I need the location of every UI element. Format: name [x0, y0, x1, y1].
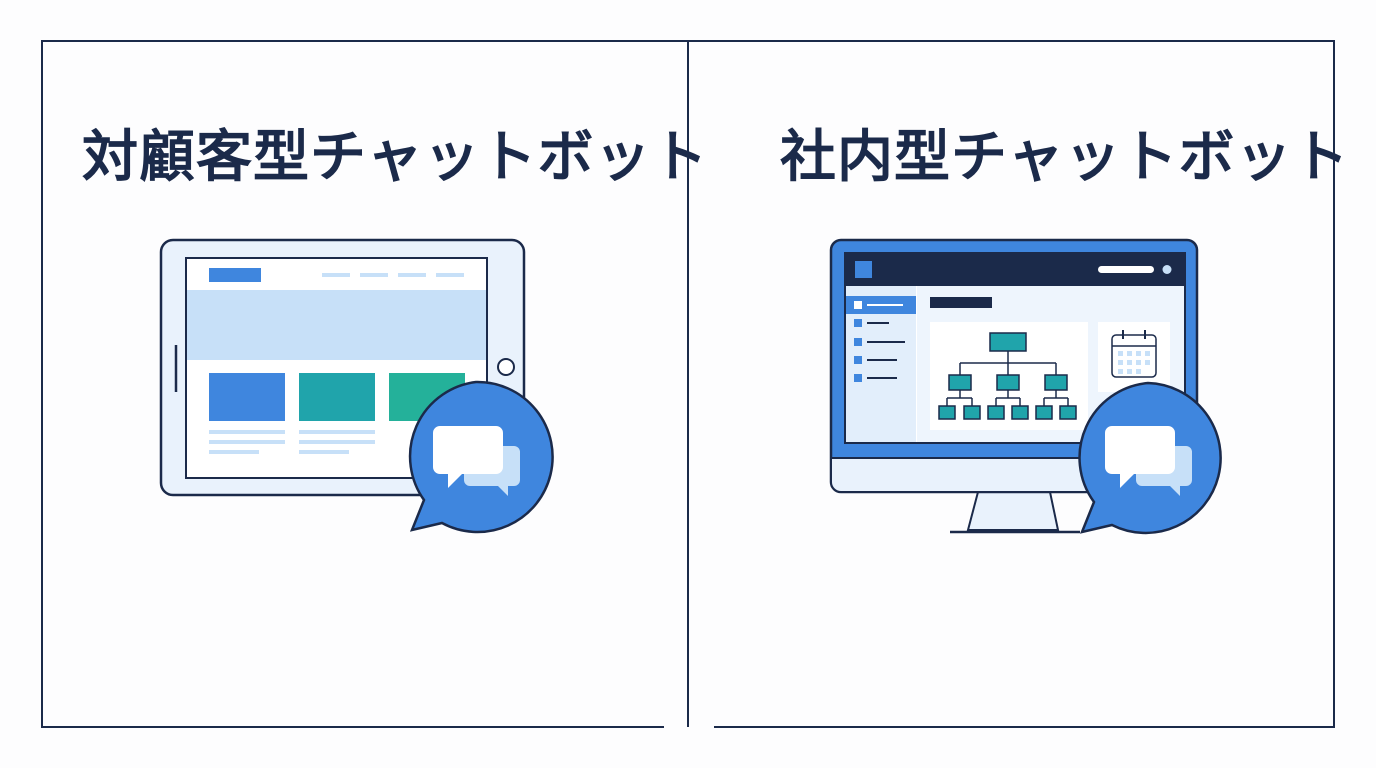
calendar-icon: [1111, 330, 1157, 378]
left-panel-border: [41, 40, 688, 728]
panel-title-internal: 社内型チャットボット: [780, 125, 1350, 190]
panel-title-customer: 対顧客型チャットボット: [82, 125, 709, 190]
right-panel-border: [688, 40, 1335, 728]
